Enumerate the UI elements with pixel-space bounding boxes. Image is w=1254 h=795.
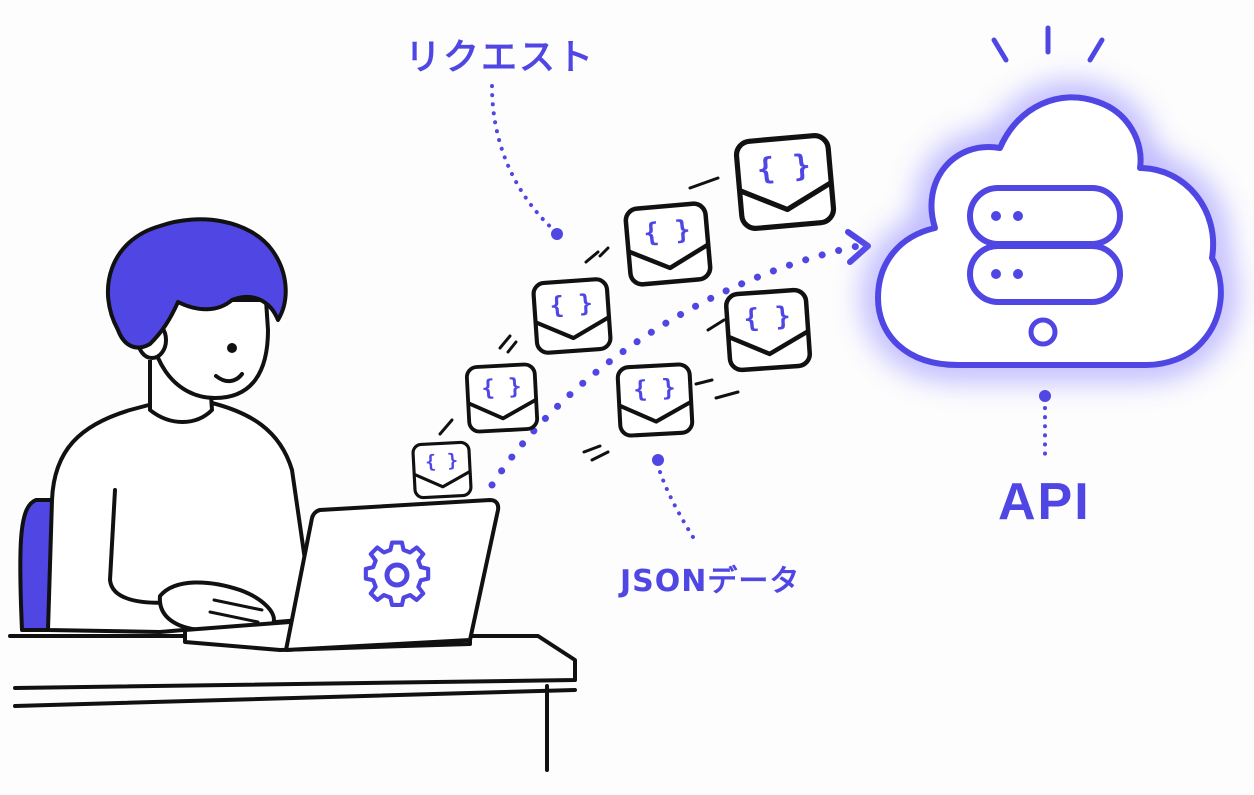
json-envelope-icon: { } — [724, 287, 812, 373]
server-rack-bottom — [967, 243, 1123, 305]
person-eye — [227, 343, 237, 353]
laptop — [183, 498, 501, 652]
person-neck — [148, 360, 214, 424]
person-smile — [214, 372, 244, 383]
json-envelope-icon: { } — [531, 277, 613, 355]
json-envelope-icon: { } — [623, 201, 713, 287]
json-braces: { } — [755, 148, 812, 188]
json-envelope-icon: { } — [411, 440, 473, 500]
json-envelope-icon: { } — [615, 362, 695, 438]
request-leader — [490, 84, 563, 240]
cloud-outline — [875, 94, 1224, 368]
cloud-server-icon — [866, 86, 1232, 376]
dotted-arrow — [488, 229, 871, 489]
json-leader — [652, 454, 698, 544]
json-braces: { } — [743, 301, 792, 334]
server-indicator — [1028, 317, 1058, 347]
person-hair — [105, 217, 288, 350]
json-braces: { } — [633, 373, 677, 403]
json-envelope-icon: { } — [464, 362, 540, 434]
json-data-label: JSONデータ — [620, 564, 801, 599]
json-braces: { } — [549, 289, 594, 320]
json-braces: { } — [425, 450, 459, 473]
desk — [8, 634, 577, 772]
cloud-rays — [991, 25, 1105, 63]
json-packets: { } { } { } { } { } { } { } — [411, 133, 837, 500]
gear-icon — [363, 540, 431, 607]
request-label: リクエスト — [405, 37, 596, 78]
person — [46, 217, 307, 636]
api-leader — [1039, 390, 1051, 462]
json-braces: { } — [642, 215, 691, 249]
json-braces: { } — [481, 374, 522, 402]
speed-lines — [438, 176, 740, 462]
api-label: API — [998, 473, 1091, 531]
laptop-lid — [284, 498, 501, 652]
json-envelope-icon: { } — [733, 133, 837, 231]
